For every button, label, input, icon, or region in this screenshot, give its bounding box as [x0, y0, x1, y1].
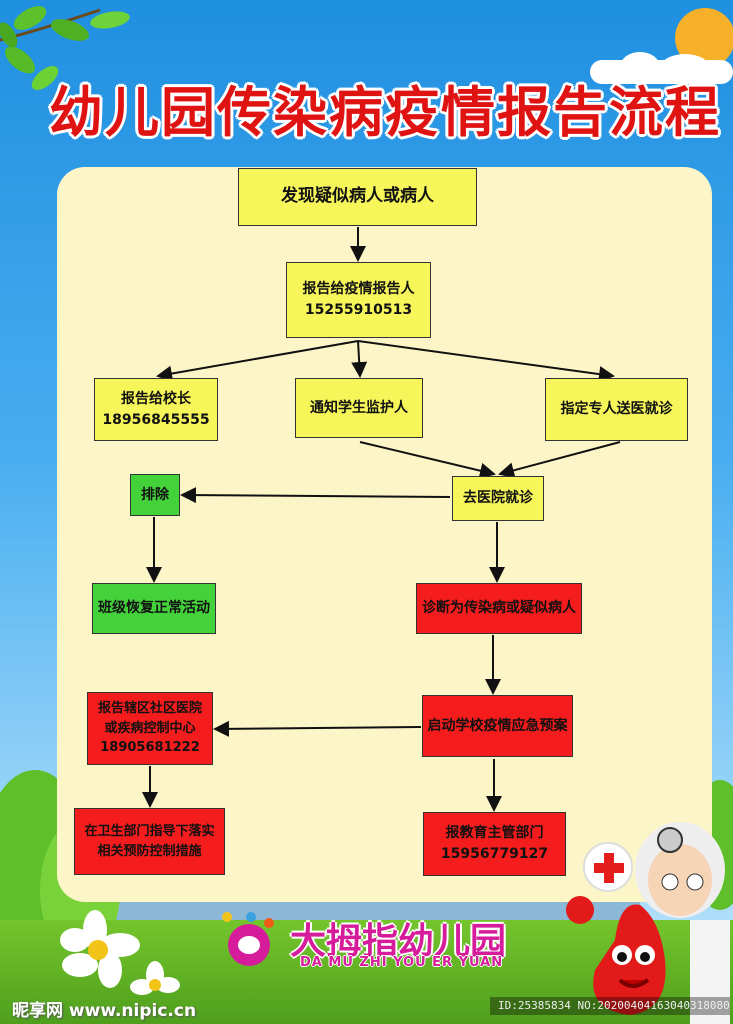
cloud-icon [590, 52, 733, 84]
arrow-reporter-to-principal [156, 340, 359, 382]
red-cross-icon [583, 842, 633, 892]
node-class-resume: 班级恢复正常活动 [92, 583, 216, 634]
node-discover: 发现疑似病人或病人 [238, 168, 477, 226]
node-report-reporter: 报告给疫情报告人 15255910513 [286, 262, 431, 338]
watermark-id: ID:25385834 NO:20200404163040318080 [490, 997, 730, 1015]
page-title: 幼儿园传染病疫情报告流程 [49, 81, 721, 144]
node-report-principal: 报告给校长 18956845555 [94, 378, 218, 441]
brand-logo-icon [218, 912, 278, 967]
node-go-hospital: 去医院就诊 [452, 476, 544, 521]
node-report-education: 报教育主管部门 15956779127 [423, 812, 566, 876]
arrow-emergency-to-district [213, 720, 422, 737]
node-health-guidance: 在卫生部门指导下落实 相关预防控制措施 [74, 808, 225, 875]
watermark-site: 昵享网 www.nipic.cn [12, 1001, 197, 1021]
node-exclude: 排除 [130, 474, 180, 516]
node-start-emergency: 启动学校疫情应急预案 [422, 695, 573, 757]
node-notify-guardian: 通知学生监护人 [295, 378, 423, 438]
brand-name-en: DA MU ZHI YOU ER YUAN [300, 955, 504, 970]
leaf-icon [0, 6, 130, 90]
node-report-district: 报告辖区社区医院 或疾病控制中心 18905681222 [87, 692, 213, 765]
arrow-guardian-to-hospital [359, 441, 496, 479]
flower-icon [60, 910, 180, 995]
arrow-hospital-to-exclude [180, 487, 451, 504]
node-diagnosed: 诊断为传染病或疑似病人 [416, 583, 582, 634]
node-assign-escort: 指定专人送医就诊 [545, 378, 688, 441]
arrow-escort-to-hospital [498, 441, 621, 479]
arrow-reporter-to-escort [357, 340, 615, 383]
brand-name: 大拇指幼儿园 [290, 921, 507, 962]
arrow-reporter-to-guardian [351, 340, 368, 378]
doctor-mascot-icon [566, 822, 730, 1024]
